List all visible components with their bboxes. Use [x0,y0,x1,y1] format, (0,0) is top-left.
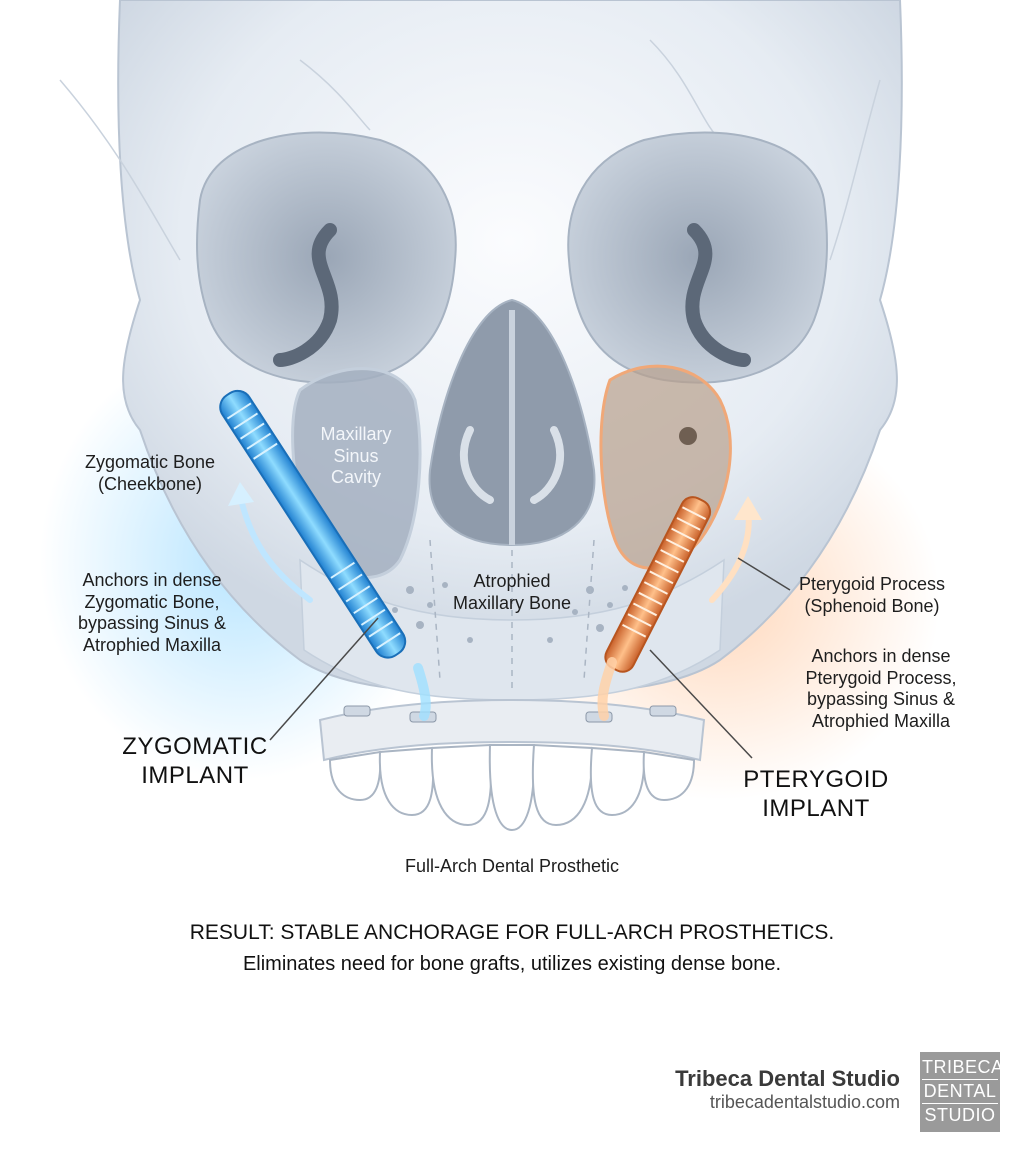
zygomatic-arrow [237,492,313,603]
logo-line: STUDIO [924,1105,996,1125]
pterygoid-arrowhead [734,496,762,520]
left-orbit [196,131,457,384]
zygomatic-leader [269,617,379,741]
abutment-4 [649,705,677,717]
zygomatic-implant-label: ZYGOMATIC IMPLANT [122,733,268,789]
pterygoid-anchor-note: Anchors in dense Pterygoid Process, bypa… [805,646,957,731]
right-orbit-fissure [685,223,751,367]
atrophied-bone-label: Atrophied Maxillary Bone [452,571,572,613]
pterygoid-beam [597,657,617,721]
prosthetic-teeth [328,743,696,832]
maxillary-sinus-label: Maxillary Sinus Cavity [320,424,392,488]
logo-line: DENTAL [922,1080,998,1104]
suture-lines [59,39,881,261]
right-orbit [567,131,828,384]
abutment-1 [343,705,371,717]
studio-url[interactable]: tribecadentalstudio.com [709,1092,900,1112]
zygomatic-anchor-note: Anchors in dense Zygomatic Bone, bypassi… [77,570,227,655]
prosthetic-label: Full-Arch Dental Prosthetic [404,856,620,876]
pterygoid-implant-label: PTERYGOID IMPLANT [743,766,889,822]
zygomatic-implant [219,389,407,659]
zygomatic-bone-label: Zygomatic Bone (Cheekbone) [84,452,216,494]
pterygoid-leader [649,649,753,759]
studio-logo: TRIBECA DENTAL STUDIO [920,1052,1003,1132]
left-orbit-fissure [273,223,339,367]
logo-line: TRIBECA [922,1056,1003,1080]
zygomatic-beam [413,663,431,721]
pterygoid-process-leader [737,557,791,591]
result-headline: RESULT: STABLE ANCHORAGE FOR FULL-ARCH P… [189,921,835,944]
studio-name: Tribeca Dental Studio [675,1066,900,1091]
zygomatic-arrowhead [228,482,254,506]
result-subline: Eliminates need for bone grafts, utilize… [242,953,782,975]
pterygoid-process-label: Pterygoid Process (Sphenoid Bone) [798,574,946,616]
